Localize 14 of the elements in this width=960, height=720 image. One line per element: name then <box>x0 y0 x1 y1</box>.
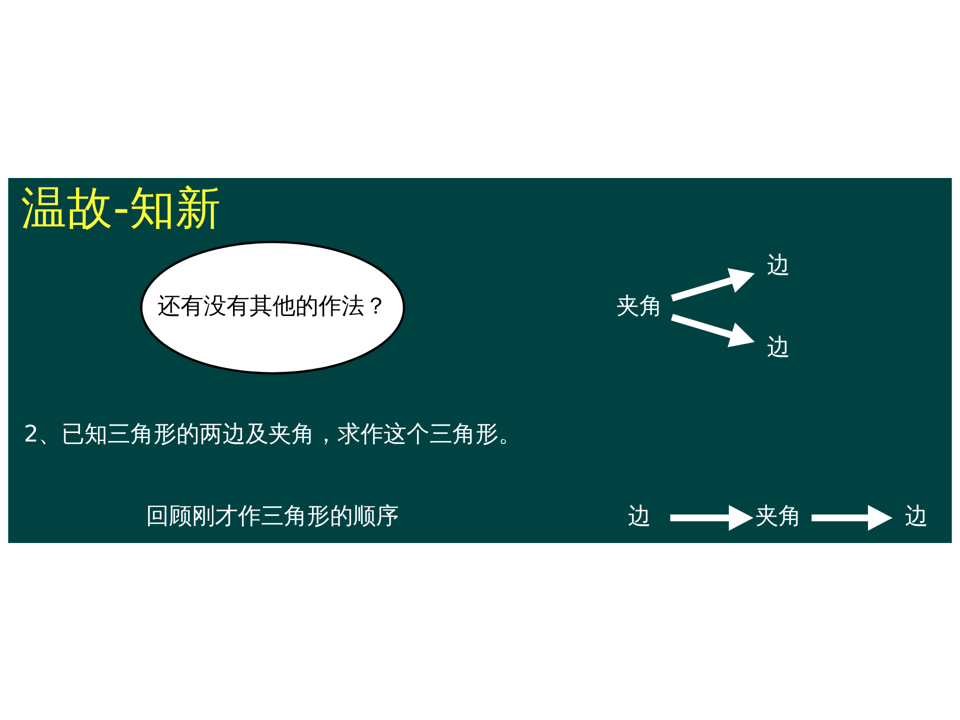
label: 回顾刚才作三角形的顺序 <box>146 503 400 530</box>
arrow <box>670 504 754 530</box>
node-text: 边 <box>767 334 790 360</box>
node-text: 边 <box>767 252 790 278</box>
node-text: 夹角 <box>756 503 802 530</box>
arrow <box>812 504 892 530</box>
diagram-title: 温故-知新 <box>21 181 222 234</box>
node-text: 夹角 <box>616 292 662 319</box>
arrow <box>670 313 755 347</box>
node-text: 边 <box>628 503 651 530</box>
node-ellipse: 还有没有其他的作法？ <box>140 240 406 374</box>
node-text: 边 <box>904 503 928 530</box>
arrow <box>670 268 755 301</box>
label: 2、已知三角形的两边及夹角，求作这个三角形。 <box>24 420 522 447</box>
